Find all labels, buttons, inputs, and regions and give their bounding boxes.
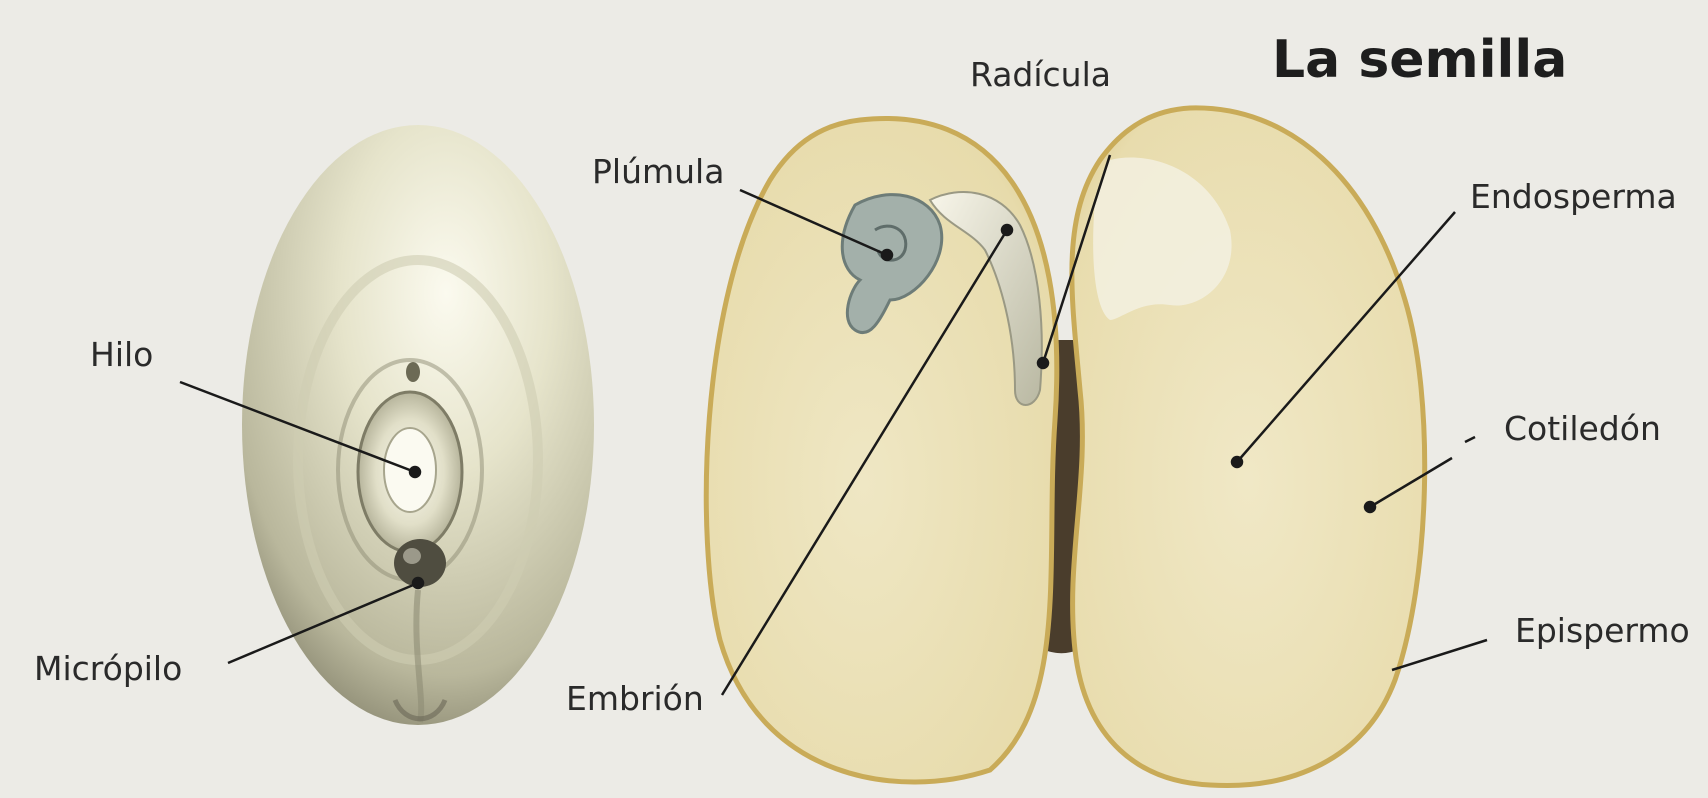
diagram-title: La semilla [1272,34,1567,86]
micropilo-dot [413,578,423,588]
label-micropilo: Micrópilo [34,652,182,685]
cotiledon-dot [1365,502,1375,512]
hilo-dot [410,467,420,477]
label-hilo: Hilo [90,338,153,371]
label-endosperma: Endosperma [1470,180,1677,213]
radicula-dot [1038,358,1048,368]
plumula-dot [882,250,892,260]
label-epispermo: Epispermo [1515,614,1690,647]
endosperma-dot [1232,457,1242,467]
label-embrion: Embrión [566,682,704,715]
open-seed [706,108,1424,786]
embrion-dot [1002,225,1012,235]
label-cotiledon: Cotiledón [1504,412,1661,445]
label-plumula: Plúmula [592,155,724,188]
label-radicula: Radícula [970,58,1111,91]
